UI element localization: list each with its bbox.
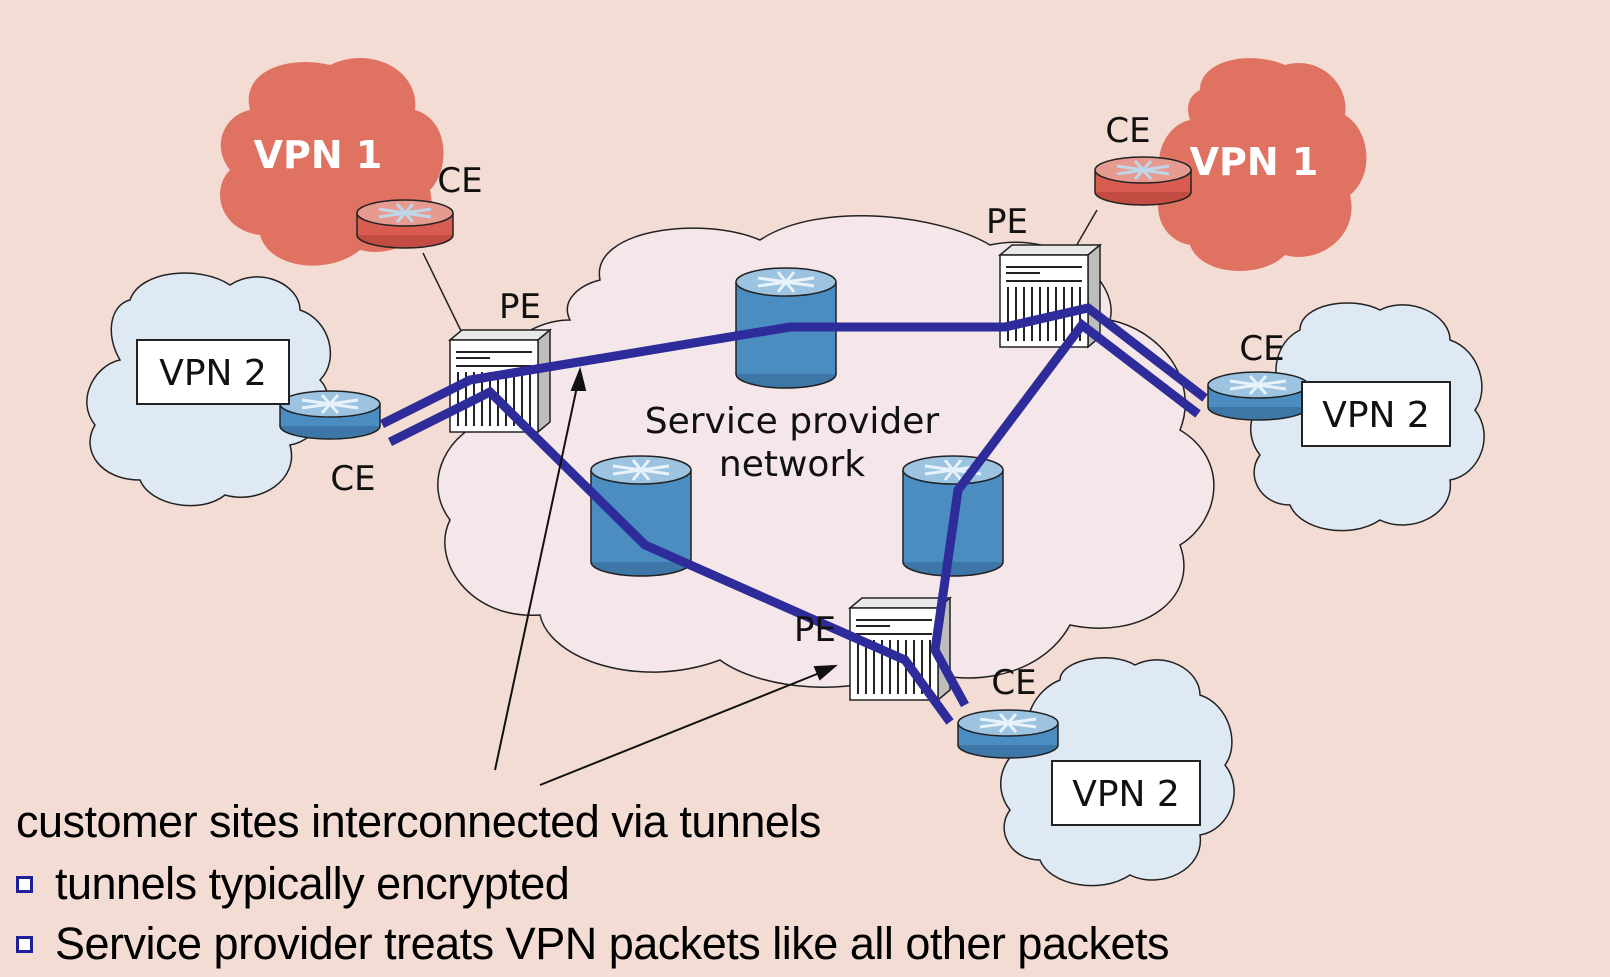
ce-router-vpn1-left xyxy=(355,198,455,250)
ce-router-left xyxy=(278,389,382,441)
vpn2-label-box-left xyxy=(136,339,290,405)
bullet-box-icon xyxy=(16,875,33,893)
vpn1-cloud-right xyxy=(1158,58,1367,272)
bullet-item: tunnels typically encrypted xyxy=(16,858,570,910)
tunnel-lines xyxy=(379,303,1208,725)
vpn2-label-left: VPN 2 xyxy=(159,353,267,394)
tunnel-top xyxy=(379,303,1208,429)
ce-router-bottom xyxy=(956,708,1060,760)
vpn2-label-box-right xyxy=(1301,381,1451,447)
vpn2-label-bottom: VPN 2 xyxy=(1072,774,1180,815)
bullet-text: tunnels typically encrypted xyxy=(55,858,570,909)
annotation-arrows xyxy=(494,366,838,786)
ce-label-vpn1-left: CE xyxy=(437,161,482,201)
vpn2-label-right: VPN 2 xyxy=(1322,395,1430,436)
ce-label-left: CE xyxy=(330,459,375,499)
vpn1-label-right: VPN 1 xyxy=(1190,140,1319,184)
bullet-box-icon xyxy=(16,935,33,953)
ce-router-right xyxy=(1206,370,1310,422)
tunnel-right-bottom xyxy=(930,318,1201,708)
ce-label-bottom: CE xyxy=(991,663,1036,703)
caption-text: customer sites interconnected via tunnel… xyxy=(16,796,821,847)
ce-label-vpn1-right: CE xyxy=(1105,111,1150,151)
ce-router-vpn1-right xyxy=(1093,155,1193,207)
provider-label-line2: network xyxy=(719,444,865,485)
pe-label-bottom: PE xyxy=(794,610,836,650)
provider-label-line1: Service provider xyxy=(645,401,940,442)
vpn1-label-left: VPN 1 xyxy=(254,133,383,177)
bullet-text: Service provider treats VPN packets like… xyxy=(55,918,1170,969)
tunnel-left-bottom xyxy=(387,386,954,725)
pe-label-top-right: PE xyxy=(986,202,1028,242)
vpn2-label-box-bottom xyxy=(1051,760,1201,826)
ce-label-right: CE xyxy=(1239,329,1284,369)
pe-label-left: PE xyxy=(499,287,541,327)
bullet-item: Service provider treats VPN packets like… xyxy=(16,918,1170,970)
